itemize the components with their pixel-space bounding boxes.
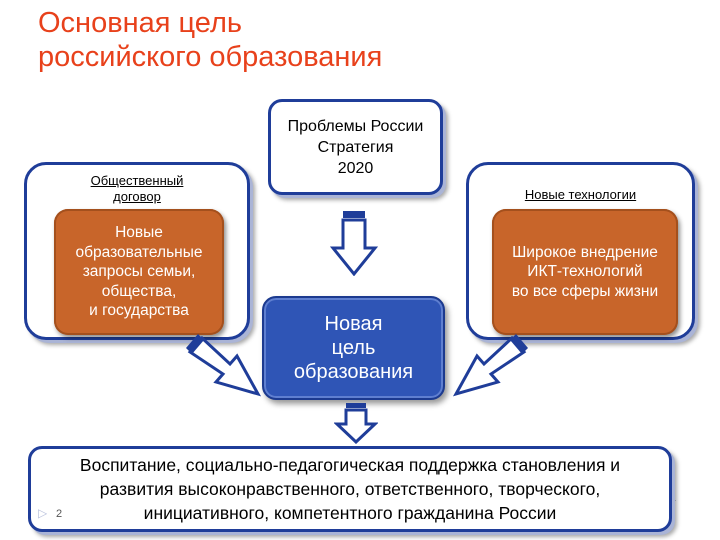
title-line-2: российского образования bbox=[38, 41, 383, 73]
result-line-3: инициативного, компетентного гражданина … bbox=[143, 503, 557, 523]
ict-adoption-line: Широкое внедрение bbox=[512, 243, 658, 261]
educational-requests-line: общества, bbox=[101, 282, 177, 300]
educational-requests-line: образовательные bbox=[75, 243, 203, 261]
new-technologies-box: Новые технологии Широкое внедрение ИКТ-т… bbox=[466, 162, 695, 340]
social-contract-label: Общественный договор bbox=[27, 173, 247, 205]
problems-box: Проблемы России Стратегия 2020 bbox=[268, 99, 443, 195]
new-goal-box: Новая цель образования bbox=[262, 296, 445, 400]
diagonal-arrow-right-icon bbox=[452, 334, 528, 397]
result-line-2: развития высоконравственного, ответствен… bbox=[99, 479, 601, 499]
problems-line-3: 2020 bbox=[337, 159, 374, 177]
new-technologies-label: Новые технологии bbox=[524, 187, 637, 202]
educational-requests-line: Новые bbox=[115, 224, 163, 242]
new-goal-line-1: Новая bbox=[324, 313, 383, 335]
slide-title: Основная цель российского образования bbox=[38, 6, 638, 74]
ict-adoption-line: во все сферы жизни bbox=[511, 282, 659, 300]
down-arrow-icon bbox=[330, 211, 378, 276]
slide-nav-icon[interactable]: ▷ bbox=[38, 506, 48, 520]
social-contract-label-line-1: Общественный bbox=[90, 173, 184, 188]
problems-line-2: Стратегия bbox=[317, 138, 394, 156]
new-goal-line-2: цель bbox=[331, 337, 376, 359]
diagonal-arrow-left-icon bbox=[186, 334, 262, 397]
educational-requests-line: и государства bbox=[89, 302, 189, 320]
social-contract-box: Общественный договор Новые образовательн… bbox=[24, 162, 250, 340]
result-line-1: Воспитание, социально-педагогическая под… bbox=[79, 455, 621, 475]
result-box: Воспитание, социально-педагогическая под… bbox=[28, 446, 672, 532]
educational-requests-box: Новые образовательные запросы семьи, общ… bbox=[54, 209, 224, 335]
social-contract-label-line-2: договор bbox=[113, 189, 161, 204]
down-arrow-result-icon bbox=[334, 403, 378, 444]
new-goal-line-3: образования bbox=[293, 361, 414, 383]
slide-number: 2 bbox=[56, 508, 63, 520]
title-line-1: Основная цель bbox=[38, 7, 242, 39]
ict-adoption-box: Широкое внедрение ИКТ-технологий во все … bbox=[492, 209, 678, 335]
educational-requests-line: запросы семьи, bbox=[82, 263, 196, 281]
ict-adoption-line: ИКТ-технологий bbox=[527, 263, 643, 281]
problems-line-1: Проблемы России bbox=[287, 117, 424, 135]
